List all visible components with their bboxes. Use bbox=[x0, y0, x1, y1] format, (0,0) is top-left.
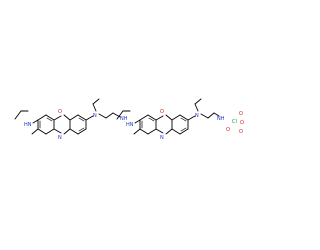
bond bbox=[155, 128, 164, 134]
bond bbox=[45, 114, 55, 121]
bond bbox=[63, 128, 71, 135]
oxygen-label: O bbox=[240, 120, 244, 126]
bond bbox=[98, 113, 107, 119]
bond bbox=[194, 98, 202, 105]
bond bbox=[77, 128, 87, 135]
double-bond bbox=[180, 127, 187, 132]
bond bbox=[147, 128, 157, 135]
bond bbox=[105, 112, 114, 119]
bond bbox=[37, 128, 47, 135]
double-bond bbox=[148, 117, 155, 122]
nh2-label: NH bbox=[217, 116, 225, 122]
cation-left: HN O N N NH bbox=[14, 98, 128, 141]
perchlorate-anion: Cl O O O O bbox=[226, 111, 244, 135]
chlorine-label: Cl bbox=[232, 119, 237, 125]
bond bbox=[134, 119, 141, 124]
bond bbox=[31, 128, 39, 135]
n-plus-label: N bbox=[93, 113, 97, 119]
double-bond bbox=[78, 117, 85, 122]
bond bbox=[53, 115, 62, 121]
bond bbox=[32, 119, 39, 124]
oxygen-label: O bbox=[226, 127, 230, 133]
nh-label: HN bbox=[126, 122, 134, 128]
double-bond bbox=[46, 117, 53, 122]
bond bbox=[171, 128, 181, 135]
bond bbox=[147, 114, 157, 121]
nh-label: HN bbox=[24, 122, 32, 128]
bond bbox=[77, 114, 87, 121]
bond bbox=[116, 110, 124, 120]
bond bbox=[165, 114, 173, 121]
oxygen-label: O bbox=[239, 129, 243, 135]
oxygen-label: O bbox=[239, 111, 243, 117]
n-plus-label: N bbox=[195, 113, 199, 119]
oxygen-label: O bbox=[160, 109, 164, 115]
bond bbox=[85, 115, 94, 121]
oxygen-label: O bbox=[58, 109, 62, 115]
double-bond bbox=[180, 117, 187, 122]
bond bbox=[92, 98, 100, 105]
bond bbox=[155, 115, 164, 121]
bond bbox=[45, 128, 55, 135]
bond bbox=[133, 128, 141, 135]
bond bbox=[14, 110, 22, 120]
bond bbox=[37, 114, 47, 121]
bond bbox=[207, 112, 215, 119]
bond bbox=[53, 128, 62, 134]
bond bbox=[139, 128, 149, 135]
ring-nitrogen-label: N bbox=[58, 135, 62, 141]
bond bbox=[139, 114, 149, 121]
bond bbox=[187, 115, 196, 121]
bond bbox=[171, 114, 181, 121]
ring-nitrogen-label: N bbox=[160, 135, 164, 141]
bond bbox=[92, 103, 97, 112]
bond bbox=[69, 114, 79, 121]
bond bbox=[179, 114, 189, 121]
cation-right: HN O N N NH bbox=[116, 98, 225, 141]
nh2-label: NH bbox=[120, 116, 128, 122]
molecule-diagram: HN O N N NH bbox=[14, 98, 244, 141]
double-bond bbox=[78, 127, 85, 132]
bond bbox=[200, 113, 209, 119]
bond bbox=[179, 128, 189, 135]
bond bbox=[165, 128, 173, 135]
bond bbox=[63, 114, 71, 121]
bond bbox=[213, 112, 220, 117]
bond bbox=[194, 103, 199, 112]
bond bbox=[69, 128, 79, 135]
structure-svg: HN O N N NH bbox=[14, 98, 244, 141]
